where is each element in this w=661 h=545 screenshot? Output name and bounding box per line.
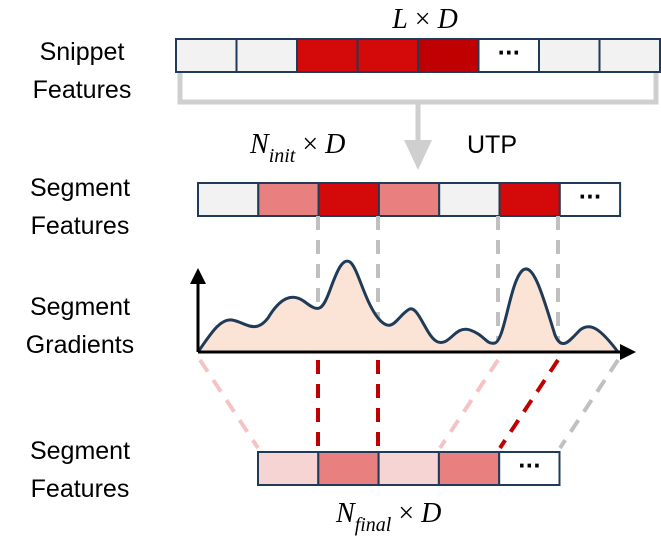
snippet-feature-row: ··· (175, 38, 661, 73)
final-dim-tail: D (420, 498, 441, 529)
lower-connector-4 (498, 358, 560, 450)
down-arrow-head (404, 140, 432, 170)
y-axis-arrowhead (190, 268, 206, 284)
segment-init-ellipsis: ··· (579, 185, 602, 209)
segment-init-cell-1 (257, 182, 320, 217)
segment-features-label-line1: Segment (30, 174, 130, 202)
segment-gradients-label-line2: Gradients (26, 331, 134, 359)
segment-final-cell-2 (377, 451, 440, 486)
gradient-area (198, 261, 618, 352)
snippet-cell-7 (598, 38, 661, 73)
snippet-cell-6 (538, 38, 601, 73)
x-axis-arrowhead (620, 344, 636, 360)
lower-connector-0 (198, 358, 260, 450)
segment-features-label-line2: Features (31, 212, 130, 240)
init-dim-op: × (295, 129, 325, 160)
init-dim-tail: D (324, 129, 345, 160)
segment-final-cell-0 (257, 451, 320, 486)
segment-init-feature-row: ··· (197, 182, 622, 217)
final-dim-sub: final (355, 514, 392, 536)
snippet-cell-1 (235, 38, 298, 73)
snippet-label-line2: Features (33, 76, 132, 104)
snippet-cell-0 (175, 38, 238, 73)
segment-final-cell-3 (437, 451, 501, 486)
segment-final-cell-1 (317, 451, 380, 486)
top-dim-op: × (408, 4, 438, 35)
init-dim-sub: init (269, 145, 296, 167)
snippet-label-line1: Snippet (40, 38, 125, 66)
segment-init-cell-2 (317, 182, 380, 217)
final-features-label-line1: Segment (30, 437, 130, 465)
segment-final-feature-row: ··· (257, 451, 561, 486)
top-dim-tail: D (437, 4, 458, 35)
final-features-label-line2: Features (31, 475, 130, 503)
snippet-cell-2 (296, 38, 359, 73)
gradient-curve (196, 259, 620, 353)
utp-label: UTP (467, 131, 517, 159)
segment-init-cell-5 (498, 182, 561, 217)
snippet-ellipsis: ··· (497, 41, 520, 65)
segment-final-cell-4 (498, 451, 561, 486)
final-dim-op: × (391, 498, 421, 529)
lower-connectors (198, 358, 620, 450)
top-dim-base: L (391, 4, 408, 35)
snippet-cell-3 (356, 38, 419, 73)
segment-init-cell-3 (377, 182, 441, 217)
init-dimension-label: Ninit × D (249, 129, 345, 167)
final-dim-base: N (335, 498, 356, 529)
segment-init-cell-6 (558, 182, 622, 217)
snippet-cell-4 (417, 38, 480, 73)
segment-final-ellipsis: ··· (518, 454, 541, 478)
snippet-cell-5 (477, 38, 540, 73)
top-dimension-label: L × D (391, 4, 458, 35)
init-dim-base: N (249, 129, 270, 160)
segment-init-cell-0 (197, 182, 260, 217)
segment-init-cell-4 (438, 182, 501, 217)
lower-connector-5 (558, 358, 620, 450)
final-dimension-label: Nfinal × D (335, 498, 441, 536)
segment-gradients-label-line1: Segment (30, 293, 130, 321)
lower-connector-3 (438, 358, 500, 450)
merge-bracket (177, 73, 659, 105)
